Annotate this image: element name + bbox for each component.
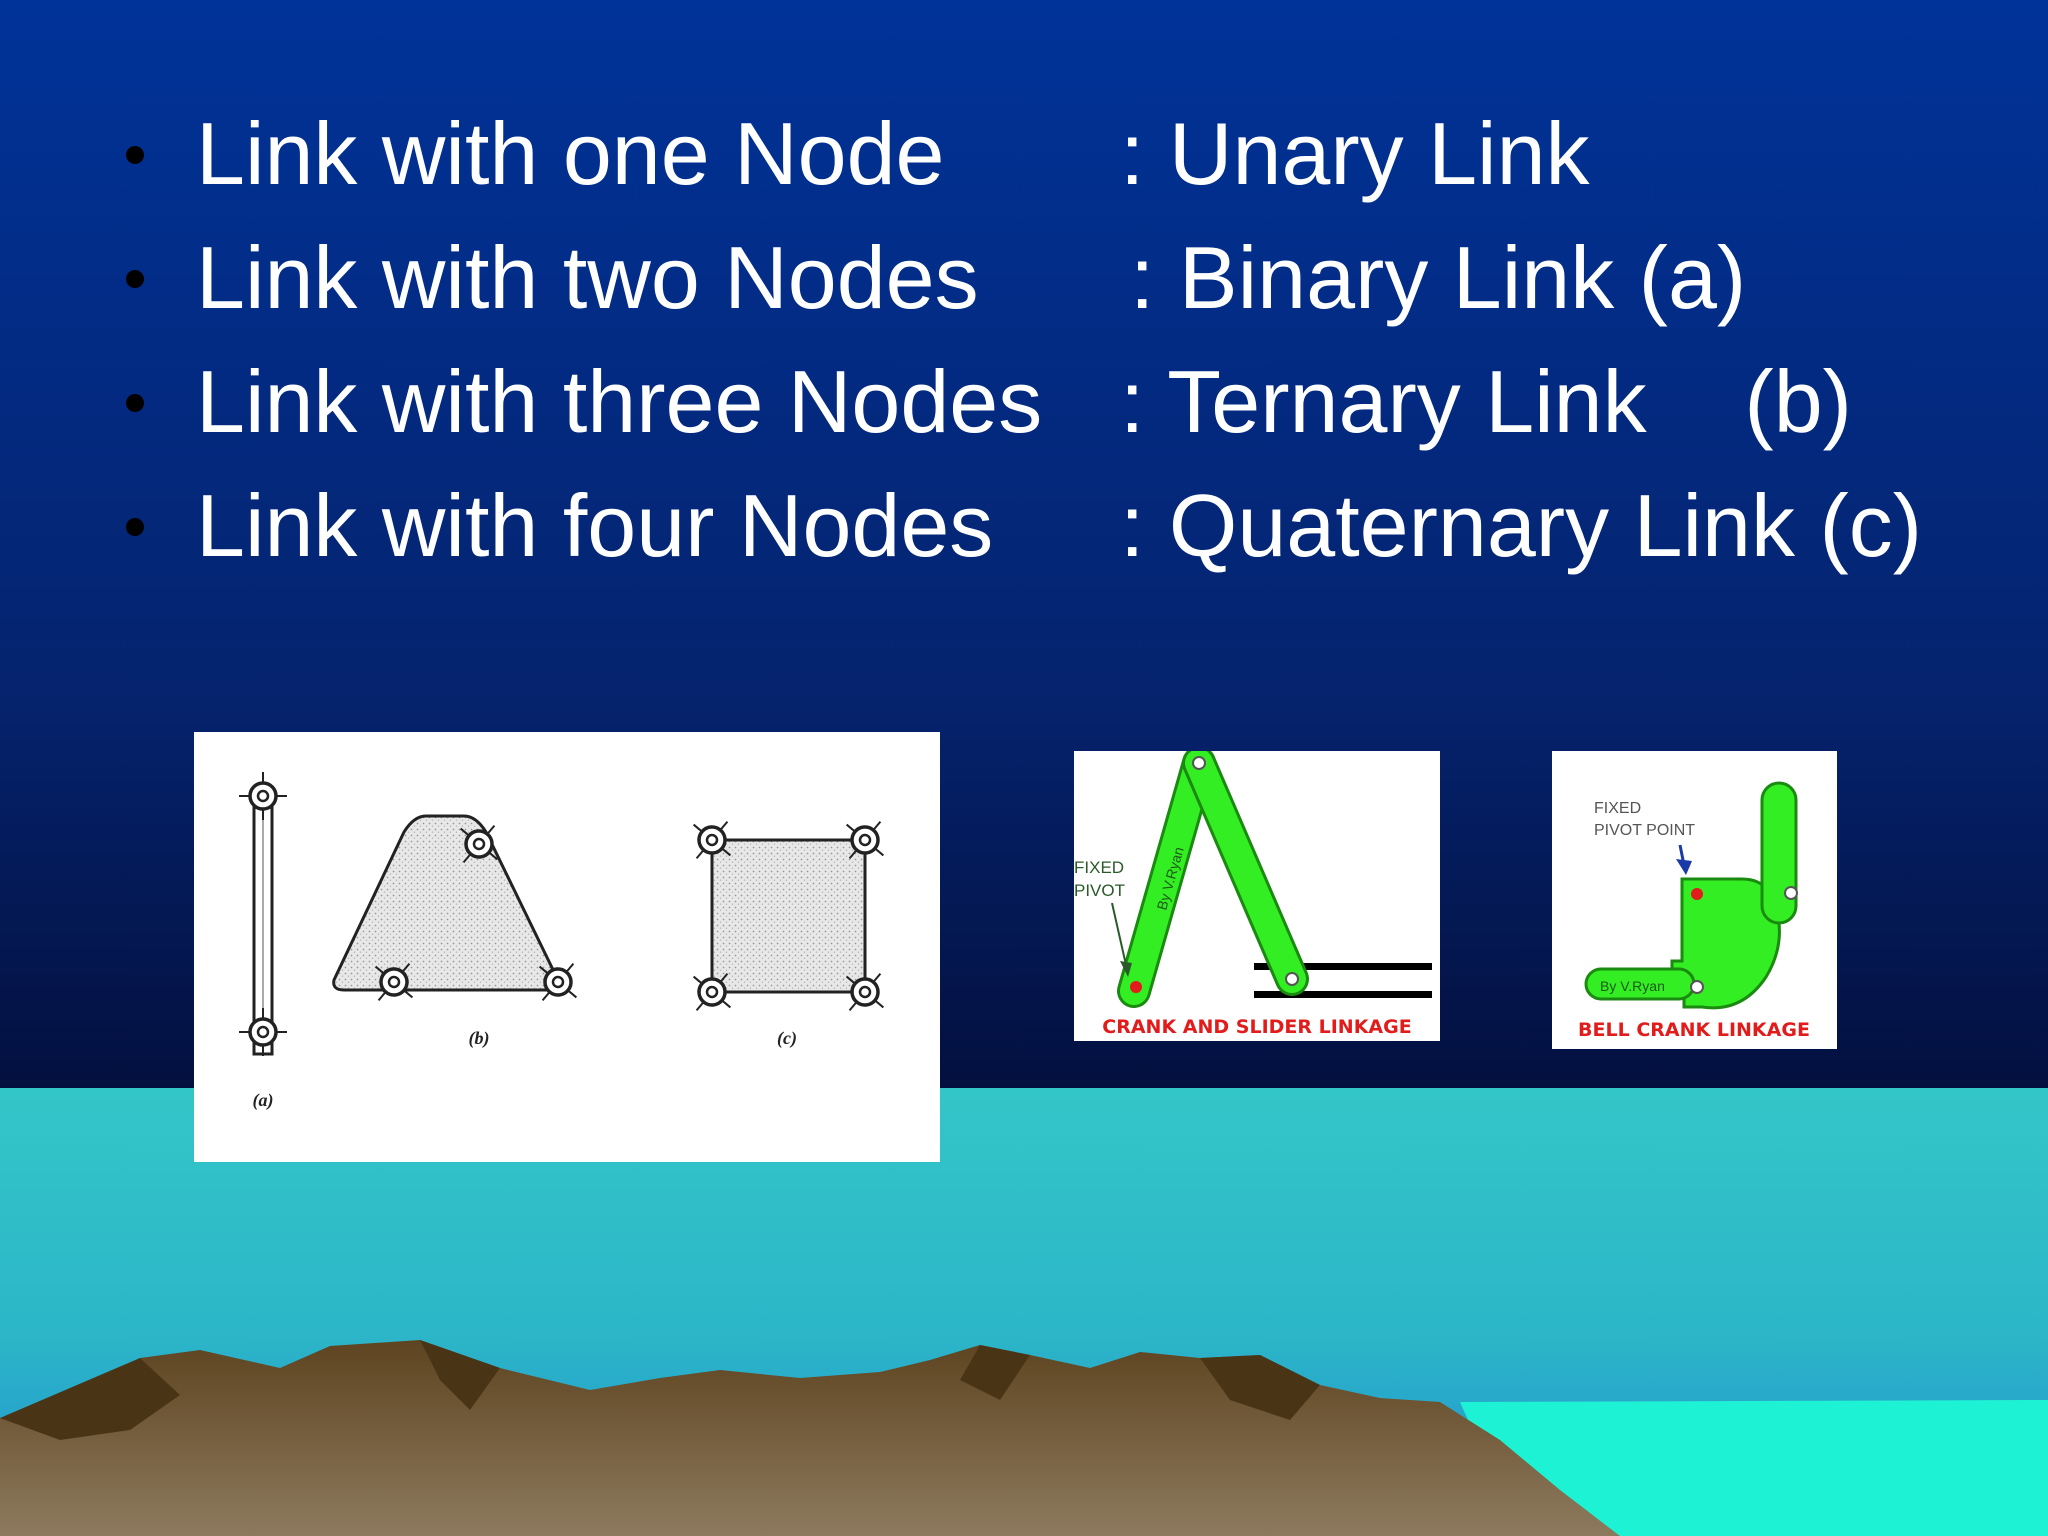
joint-icon xyxy=(1192,756,1206,770)
label-c: (c) xyxy=(777,1028,797,1049)
pointer-arrow-icon xyxy=(1111,902,1127,966)
fixed-pivot-label: PIVOT POINT xyxy=(1594,822,1695,839)
bullet-definition: : Binary Link (a) xyxy=(1130,228,1747,327)
mountain-shadow xyxy=(960,1345,1030,1400)
ternary-link-diagram xyxy=(332,808,594,1018)
output-arm xyxy=(1760,781,1798,925)
bullet-dot xyxy=(126,394,144,412)
mountain-range xyxy=(0,1340,1620,1536)
shallow-water xyxy=(1460,1400,2048,1536)
joint-icon xyxy=(1285,972,1299,986)
link-types-figure: (a) (b) (c) xyxy=(194,732,940,1162)
mountain-shadow xyxy=(1200,1355,1320,1420)
bell-crank-figure: FIXED PIVOT POINT By V.Ryan BELL CRANK L… xyxy=(1552,751,1837,1049)
figure-caption: CRANK AND SLIDER LINKAGE xyxy=(1102,1016,1411,1038)
bullet-dot xyxy=(126,518,144,536)
mountain-shadow xyxy=(420,1340,500,1410)
bullet-definition: : Quaternary Link (c) xyxy=(1120,476,1923,575)
binary-link-diagram xyxy=(237,770,289,1058)
bullet-term: Link with four Nodes xyxy=(196,476,994,575)
quaternary-link-diagram xyxy=(676,804,901,1028)
bullet-term: Link with three Nodes xyxy=(196,352,1043,451)
slider-rail-bottom xyxy=(1254,991,1432,998)
bullet-definition: : Unary Link xyxy=(1120,104,1590,203)
bullet-term: Link with one Node xyxy=(196,104,945,203)
fixed-pivot-label: PIVOT xyxy=(1074,881,1125,900)
figure-caption: BELL CRANK LINKAGE xyxy=(1578,1019,1810,1041)
label-a: (a) xyxy=(253,1090,274,1111)
bullet-definition: : Ternary Link (b) xyxy=(1120,352,1852,451)
fixed-pivot-label: FIXED xyxy=(1074,858,1124,877)
joint-icon xyxy=(1784,886,1798,900)
joint-icon xyxy=(1690,980,1704,994)
fixed-pivot-label: FIXED xyxy=(1594,800,1641,817)
slider-rail-top xyxy=(1254,963,1432,970)
credit-text: By V.Ryan xyxy=(1600,978,1665,994)
bullet-dot xyxy=(126,146,144,164)
label-b: (b) xyxy=(469,1028,490,1049)
mountain-shadow xyxy=(0,1358,180,1440)
bullet-term: Link with two Nodes xyxy=(196,228,979,327)
fixed-pivot-icon xyxy=(1691,888,1703,900)
crank-slider-figure: FIXED PIVOT By V.Ryan CRANK AND SLIDER L… xyxy=(1074,751,1440,1041)
fixed-pivot-icon xyxy=(1130,981,1142,993)
bullet-dot xyxy=(126,270,144,288)
